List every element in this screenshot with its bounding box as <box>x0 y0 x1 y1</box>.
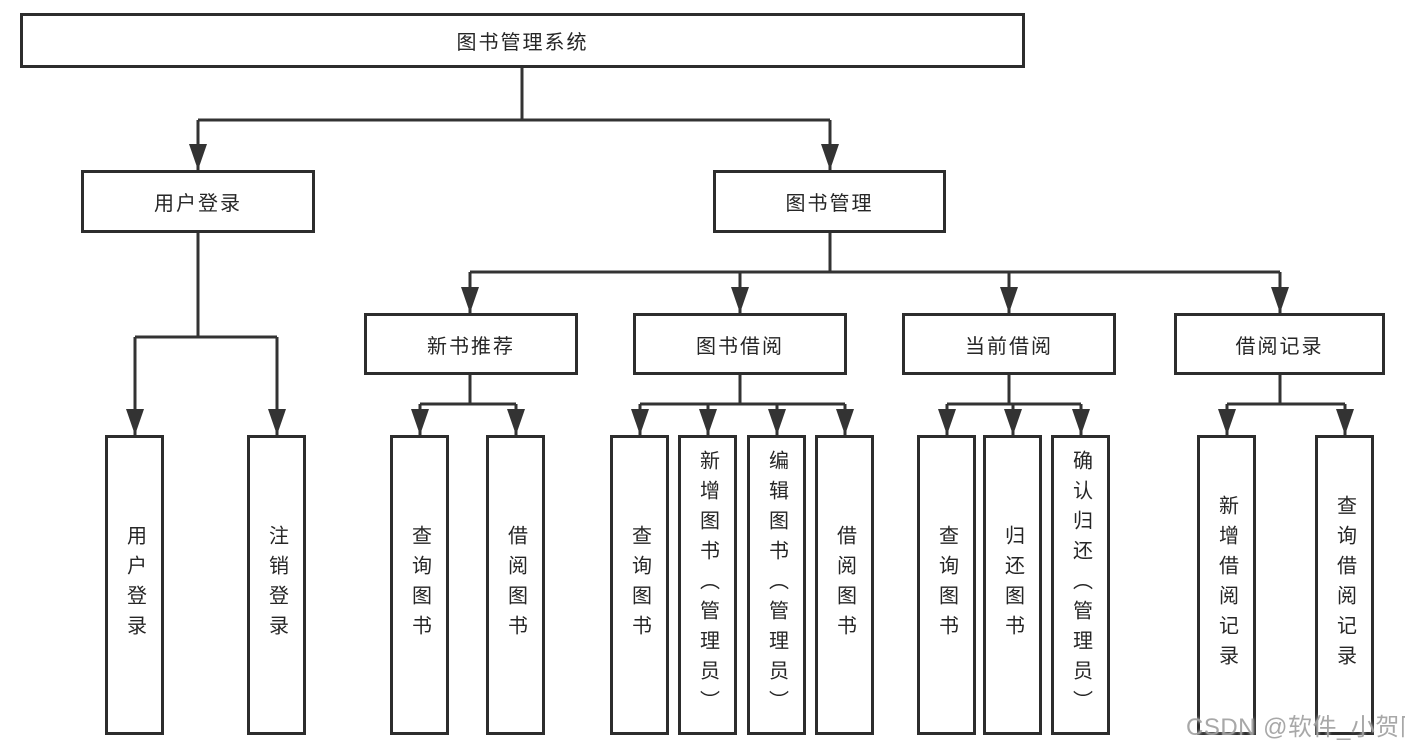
node-current-borrow: 当前借阅 <box>902 313 1116 375</box>
node-leaf-add-borrow-record: 新增借阅记录 <box>1197 435 1256 735</box>
node-leaf-user-login: 用户登录 <box>105 435 164 735</box>
node-borrow-records: 借阅记录 <box>1174 313 1385 375</box>
node-user-login: 用户登录 <box>81 170 315 233</box>
node-book-borrow: 图书借阅 <box>633 313 847 375</box>
node-leaf-query-books-borrow: 查询图书 <box>610 435 669 735</box>
node-leaf-query-books-current: 查询图书 <box>917 435 976 735</box>
node-leaf-query-books-recommend: 查询图书 <box>390 435 449 735</box>
node-leaf-borrow-books-recommend: 借阅图书 <box>486 435 545 735</box>
node-root: 图书管理系统 <box>20 13 1025 68</box>
node-leaf-edit-book-admin: 编辑图书（管理员） <box>747 435 806 735</box>
node-book-management: 图书管理 <box>713 170 946 233</box>
node-leaf-query-borrow-record: 查询借阅记录 <box>1315 435 1374 735</box>
node-leaf-confirm-return-admin: 确认归还（管理员） <box>1051 435 1110 735</box>
node-leaf-borrow-books: 借阅图书 <box>815 435 874 735</box>
node-leaf-logout: 注销登录 <box>247 435 306 735</box>
node-new-book-recommend: 新书推荐 <box>364 313 578 375</box>
node-leaf-add-book-admin: 新增图书（管理员） <box>678 435 737 735</box>
csdn-watermark: CSDN @软件_小贺同学 <box>1186 714 1405 741</box>
node-leaf-return-books: 归还图书 <box>983 435 1042 735</box>
